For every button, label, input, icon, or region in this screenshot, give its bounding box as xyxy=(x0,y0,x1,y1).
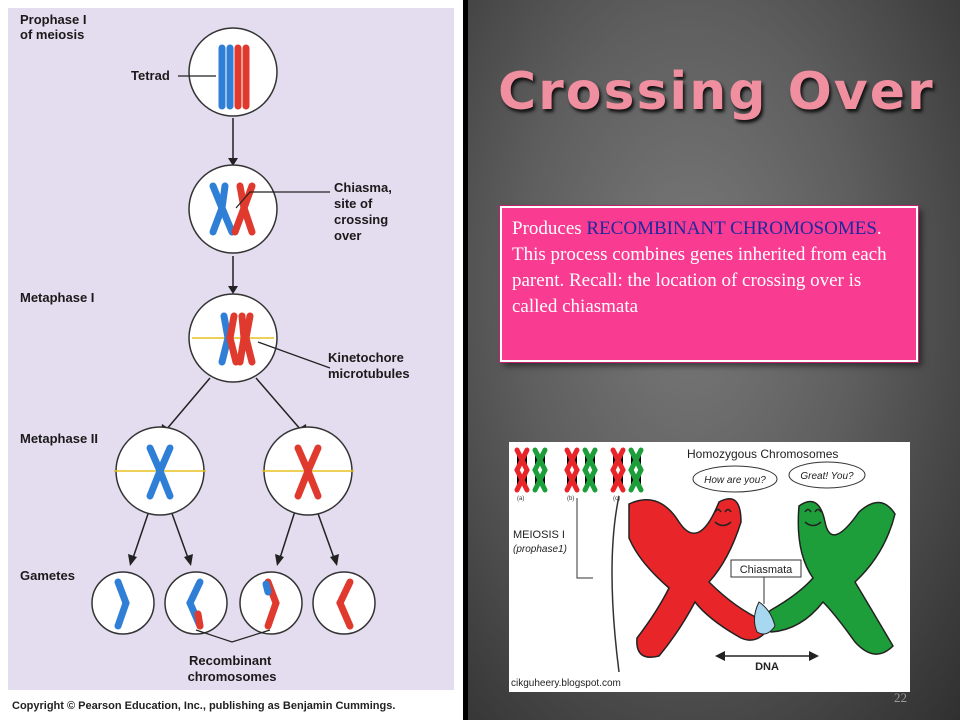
small-label-b: (b) xyxy=(567,496,574,502)
label-prophase: (prophase1) xyxy=(513,544,567,555)
tetrad-chromosomes xyxy=(218,44,250,110)
body-text-highlight: RECOMBINANT CHROMOSOMES xyxy=(586,218,877,239)
cell-chiasma xyxy=(188,164,278,254)
curly-bracket xyxy=(611,495,620,673)
stage-metaphase2-label: Metaphase II xyxy=(20,431,98,446)
meiosis-diagram: Prophase I of meiosis Tetrad Chiasma, si… xyxy=(20,12,410,684)
slide-title: Crossing Over xyxy=(498,62,935,122)
page-number: 22 xyxy=(894,690,907,705)
label-meiosis: MEIOSIS I xyxy=(513,529,565,541)
cartoon-heading: Homozygous Chromosomes xyxy=(687,447,838,461)
bubble-right-text: Great! You? xyxy=(800,471,854,482)
small-chromosome-pairs xyxy=(514,447,644,493)
chiasma-overlap xyxy=(753,601,776,635)
copyright-text: Copyright © Pearson Education, Inc., pub… xyxy=(12,700,396,712)
chiasmata-box xyxy=(730,559,802,578)
dna-arrow-head-left xyxy=(715,651,725,661)
label-tetrad: Tetrad xyxy=(131,68,170,83)
cartoon-drawing: (a) (b) (c) Homozygous Chromosomes How a… xyxy=(511,447,896,689)
cell-gamete-4 xyxy=(312,571,376,635)
faces xyxy=(714,508,822,527)
bubble-left-text: How are you? xyxy=(704,475,766,486)
metaphase1-chromosomes xyxy=(218,312,256,366)
cartoon-credit: cikguheery.blogspot.com xyxy=(511,678,621,689)
small-label-c: (c) xyxy=(613,496,620,502)
bubble-right xyxy=(788,461,866,489)
label-chiasma: Chiasma, site of crossing over xyxy=(334,180,395,243)
meiosis-bracket xyxy=(576,498,593,579)
cell-gamete-3 xyxy=(239,571,303,635)
bubble-left xyxy=(692,465,778,493)
body-text-2: . This process combines genes inherited … xyxy=(512,218,887,317)
text-box: Produces RECOMBINANT CHROMOSOMES. This p… xyxy=(500,206,918,362)
label-kinetochore: Kinetochore microtubules xyxy=(328,350,410,381)
label-recombinant: Recombinant chromosomes xyxy=(188,653,277,684)
stage-prophase-label: Prophase I of meiosis xyxy=(20,12,90,42)
cell-gamete-2 xyxy=(164,571,228,635)
stage-metaphase1-label: Metaphase I xyxy=(20,290,94,305)
cartoon-image: (a) (b) (c) Homozygous Chromosomes How a… xyxy=(509,442,910,692)
stage-gametes-label: Gametes xyxy=(20,568,75,583)
metaphase2-chromosomes xyxy=(146,444,322,500)
red-chromosome xyxy=(628,498,773,658)
label-dna: DNA xyxy=(755,661,779,673)
gamete-chromosomes xyxy=(114,578,354,630)
green-chromosome xyxy=(764,500,896,655)
leader-lines xyxy=(178,75,331,643)
body-text-1: Produces xyxy=(512,218,587,239)
dna-arrow-head-right xyxy=(809,651,819,661)
small-label-a: (a) xyxy=(517,496,524,502)
label-chiasmata: Chiasmata xyxy=(740,564,793,576)
slide-divider xyxy=(463,0,468,720)
